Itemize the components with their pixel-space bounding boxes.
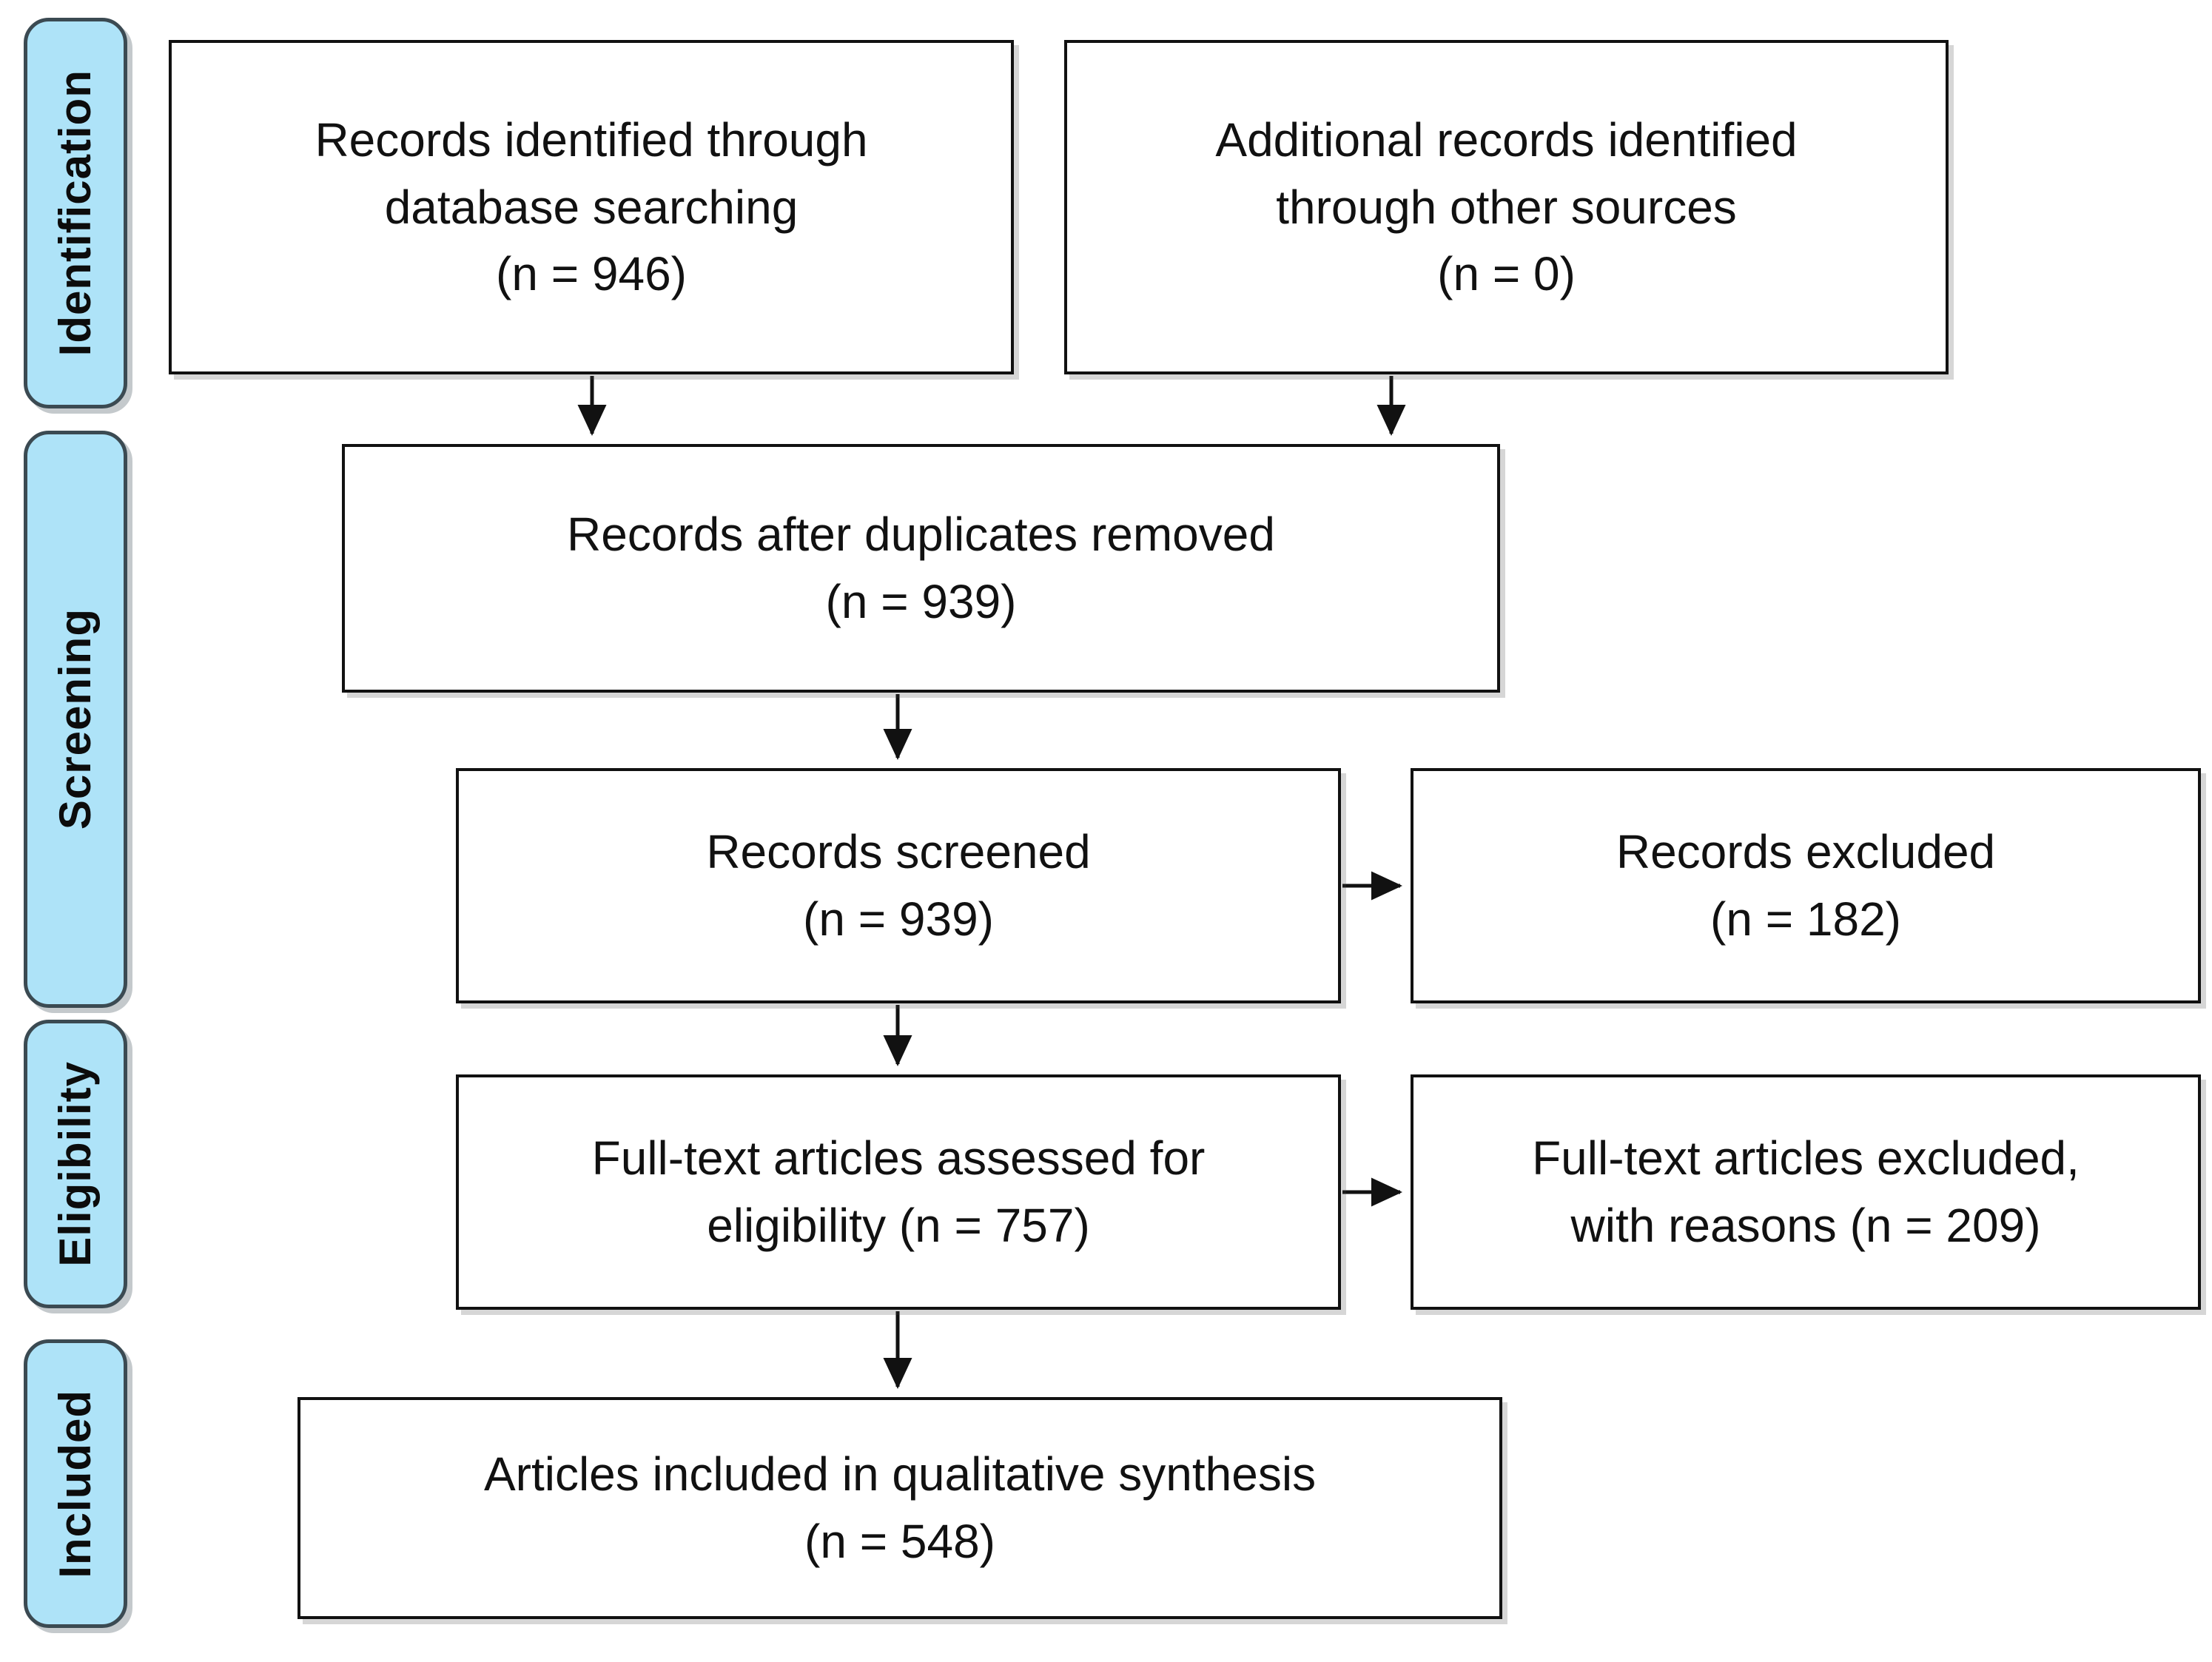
flow-box-additional-records-other-sources: Additional records identified through ot… <box>1064 40 1949 374</box>
flow-box-records-excluded: Records excluded (n = 182) <box>1411 768 2201 1003</box>
stage-tab-screening-label: Screening <box>50 608 100 830</box>
flow-box-fulltext-excluded-with-reasons-text: Full-text articles excluded, with reason… <box>1532 1131 2080 1252</box>
flow-box-records-identified-database: Records identified through database sear… <box>169 40 1014 374</box>
stage-tab-identification: Identification <box>24 18 127 408</box>
flow-box-additional-records-other-sources-text: Additional records identified through ot… <box>1215 112 1798 301</box>
flow-box-fulltext-assessed-eligibility: Full-text articles assessed for eligibil… <box>456 1074 1341 1310</box>
stage-tab-identification-label: Identification <box>50 70 100 357</box>
flow-box-records-screened-text: Records screened (n = 939) <box>706 825 1091 946</box>
stage-tab-eligibility-label: Eligibility <box>50 1061 100 1267</box>
stage-tab-included-label: Included <box>50 1389 100 1578</box>
flow-box-records-identified-database-text: Records identified through database sear… <box>315 112 868 301</box>
stage-tab-eligibility: Eligibility <box>24 1020 127 1308</box>
flow-box-records-screened: Records screened (n = 939) <box>456 768 1341 1003</box>
flow-box-fulltext-excluded-with-reasons: Full-text articles excluded, with reason… <box>1411 1074 2201 1310</box>
flow-box-records-after-duplicates-removed-text: Records after duplicates removed (n = 93… <box>567 508 1275 628</box>
flow-box-records-excluded-text: Records excluded (n = 182) <box>1616 825 1996 946</box>
stage-tab-included: Included <box>24 1339 127 1628</box>
flow-box-articles-included-qualitative-synthesis-text: Articles included in qualitative synthes… <box>483 1447 1317 1568</box>
flow-box-fulltext-assessed-eligibility-text: Full-text articles assessed for eligibil… <box>591 1131 1206 1252</box>
flow-box-articles-included-qualitative-synthesis: Articles included in qualitative synthes… <box>297 1397 1502 1619</box>
stage-tab-screening: Screening <box>24 431 127 1008</box>
flow-box-records-after-duplicates-removed: Records after duplicates removed (n = 93… <box>342 444 1500 693</box>
